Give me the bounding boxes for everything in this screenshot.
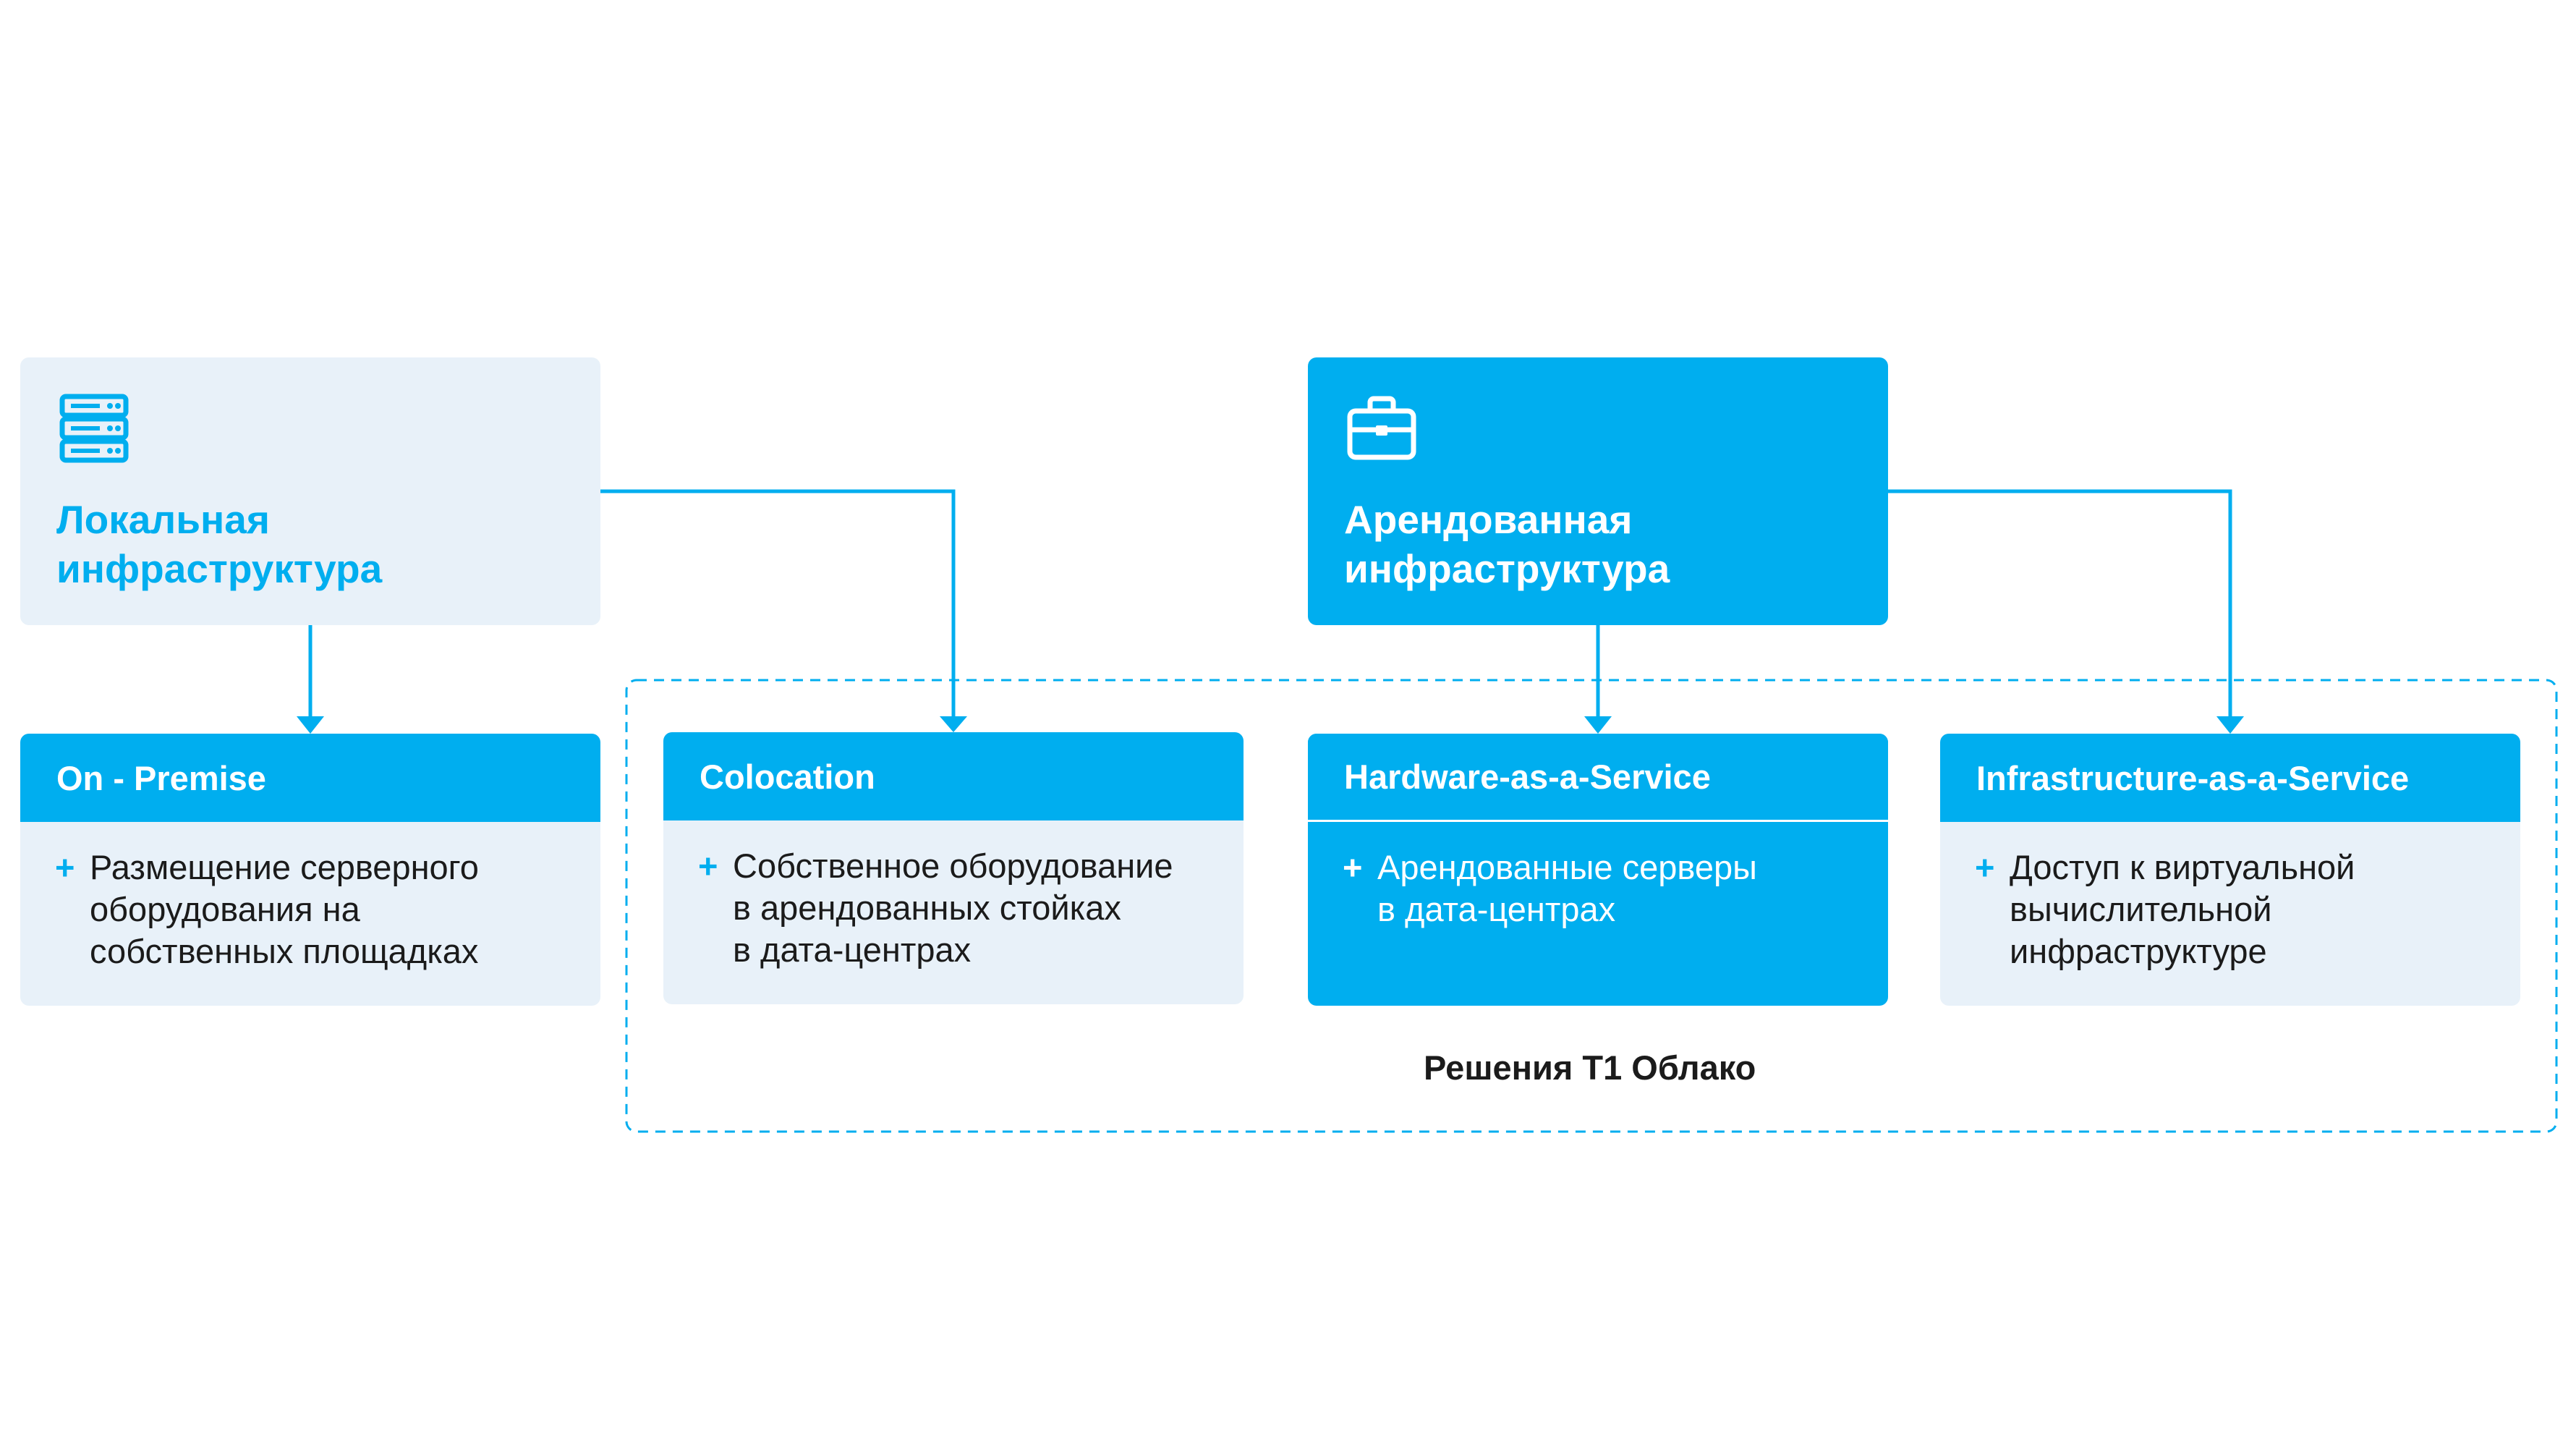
description-line: собственных площадках	[90, 932, 479, 970]
rented-infrastructure-title: Арендованная инфраструктура	[1344, 495, 1670, 593]
plus-icon: +	[55, 848, 75, 886]
title-line: Арендованная	[1344, 497, 1633, 542]
card-on-premise: On - Premise + Размещение серверного обо…	[20, 734, 600, 1006]
description-line: вычислительной	[2010, 890, 2272, 928]
card-description: + Собственное оборудование в арендованны…	[663, 820, 1244, 971]
card-description: + Доступ к виртуальной вычислительной ин…	[1940, 822, 2520, 972]
description-line: оборудования на	[90, 890, 360, 928]
server-rack-icon	[59, 394, 129, 463]
connector-local-to-colocation	[600, 489, 967, 732]
description-line: Арендованные серверы	[1377, 848, 1757, 886]
card-colocation: Colocation + Собственное оборудование в …	[663, 732, 1244, 1004]
plus-icon: +	[698, 847, 718, 885]
description-line: в дата-центрах	[733, 930, 972, 969]
title-line: Локальная	[56, 497, 270, 542]
title-line: инфраструктура	[56, 546, 383, 591]
description-line: в дата-центрах	[1377, 890, 1616, 928]
description-line: в арендованных стойках	[733, 888, 1121, 927]
local-infrastructure-box: Локальная инфраструктура	[20, 357, 600, 625]
connector-rented-to-iaas	[1888, 489, 2244, 734]
description-line: Доступ к виртуальной	[2010, 848, 2355, 886]
card-hardware-as-a-service: Hardware-as-a-Service + Арендованные сер…	[1308, 734, 1888, 1006]
plus-icon: +	[1975, 848, 1995, 886]
description-line: инфраструктуре	[2010, 932, 2267, 970]
card-description: + Арендованные серверы в дата-центрах	[1308, 822, 1888, 930]
description-line: Собственное оборудование	[733, 847, 1173, 885]
card-title: Hardware-as-a-Service	[1308, 734, 1888, 822]
title-line: инфраструктура	[1344, 546, 1670, 591]
card-title: On - Premise	[20, 734, 600, 822]
plus-icon: +	[1343, 848, 1363, 886]
rented-infrastructure-box: Арендованная инфраструктура	[1308, 357, 1888, 625]
card-infrastructure-as-a-service: Infrastructure-as-a-Service + Доступ к в…	[1940, 734, 2520, 1006]
local-infrastructure-title: Локальная инфраструктура	[56, 495, 382, 593]
card-title: Infrastructure-as-a-Service	[1940, 734, 2520, 822]
briefcase-icon	[1347, 396, 1416, 460]
card-title: Colocation	[663, 732, 1244, 820]
group-caption: Решения Т1 Облако	[1424, 1048, 1756, 1087]
connector-rented-to-haas	[1584, 625, 1612, 734]
card-description: + Размещение серверного оборудования на …	[20, 822, 600, 972]
t1-solutions-group-frame	[625, 679, 2558, 1133]
connector-local-to-onpremise	[297, 625, 324, 734]
description-line: Размещение серверного	[90, 848, 479, 886]
